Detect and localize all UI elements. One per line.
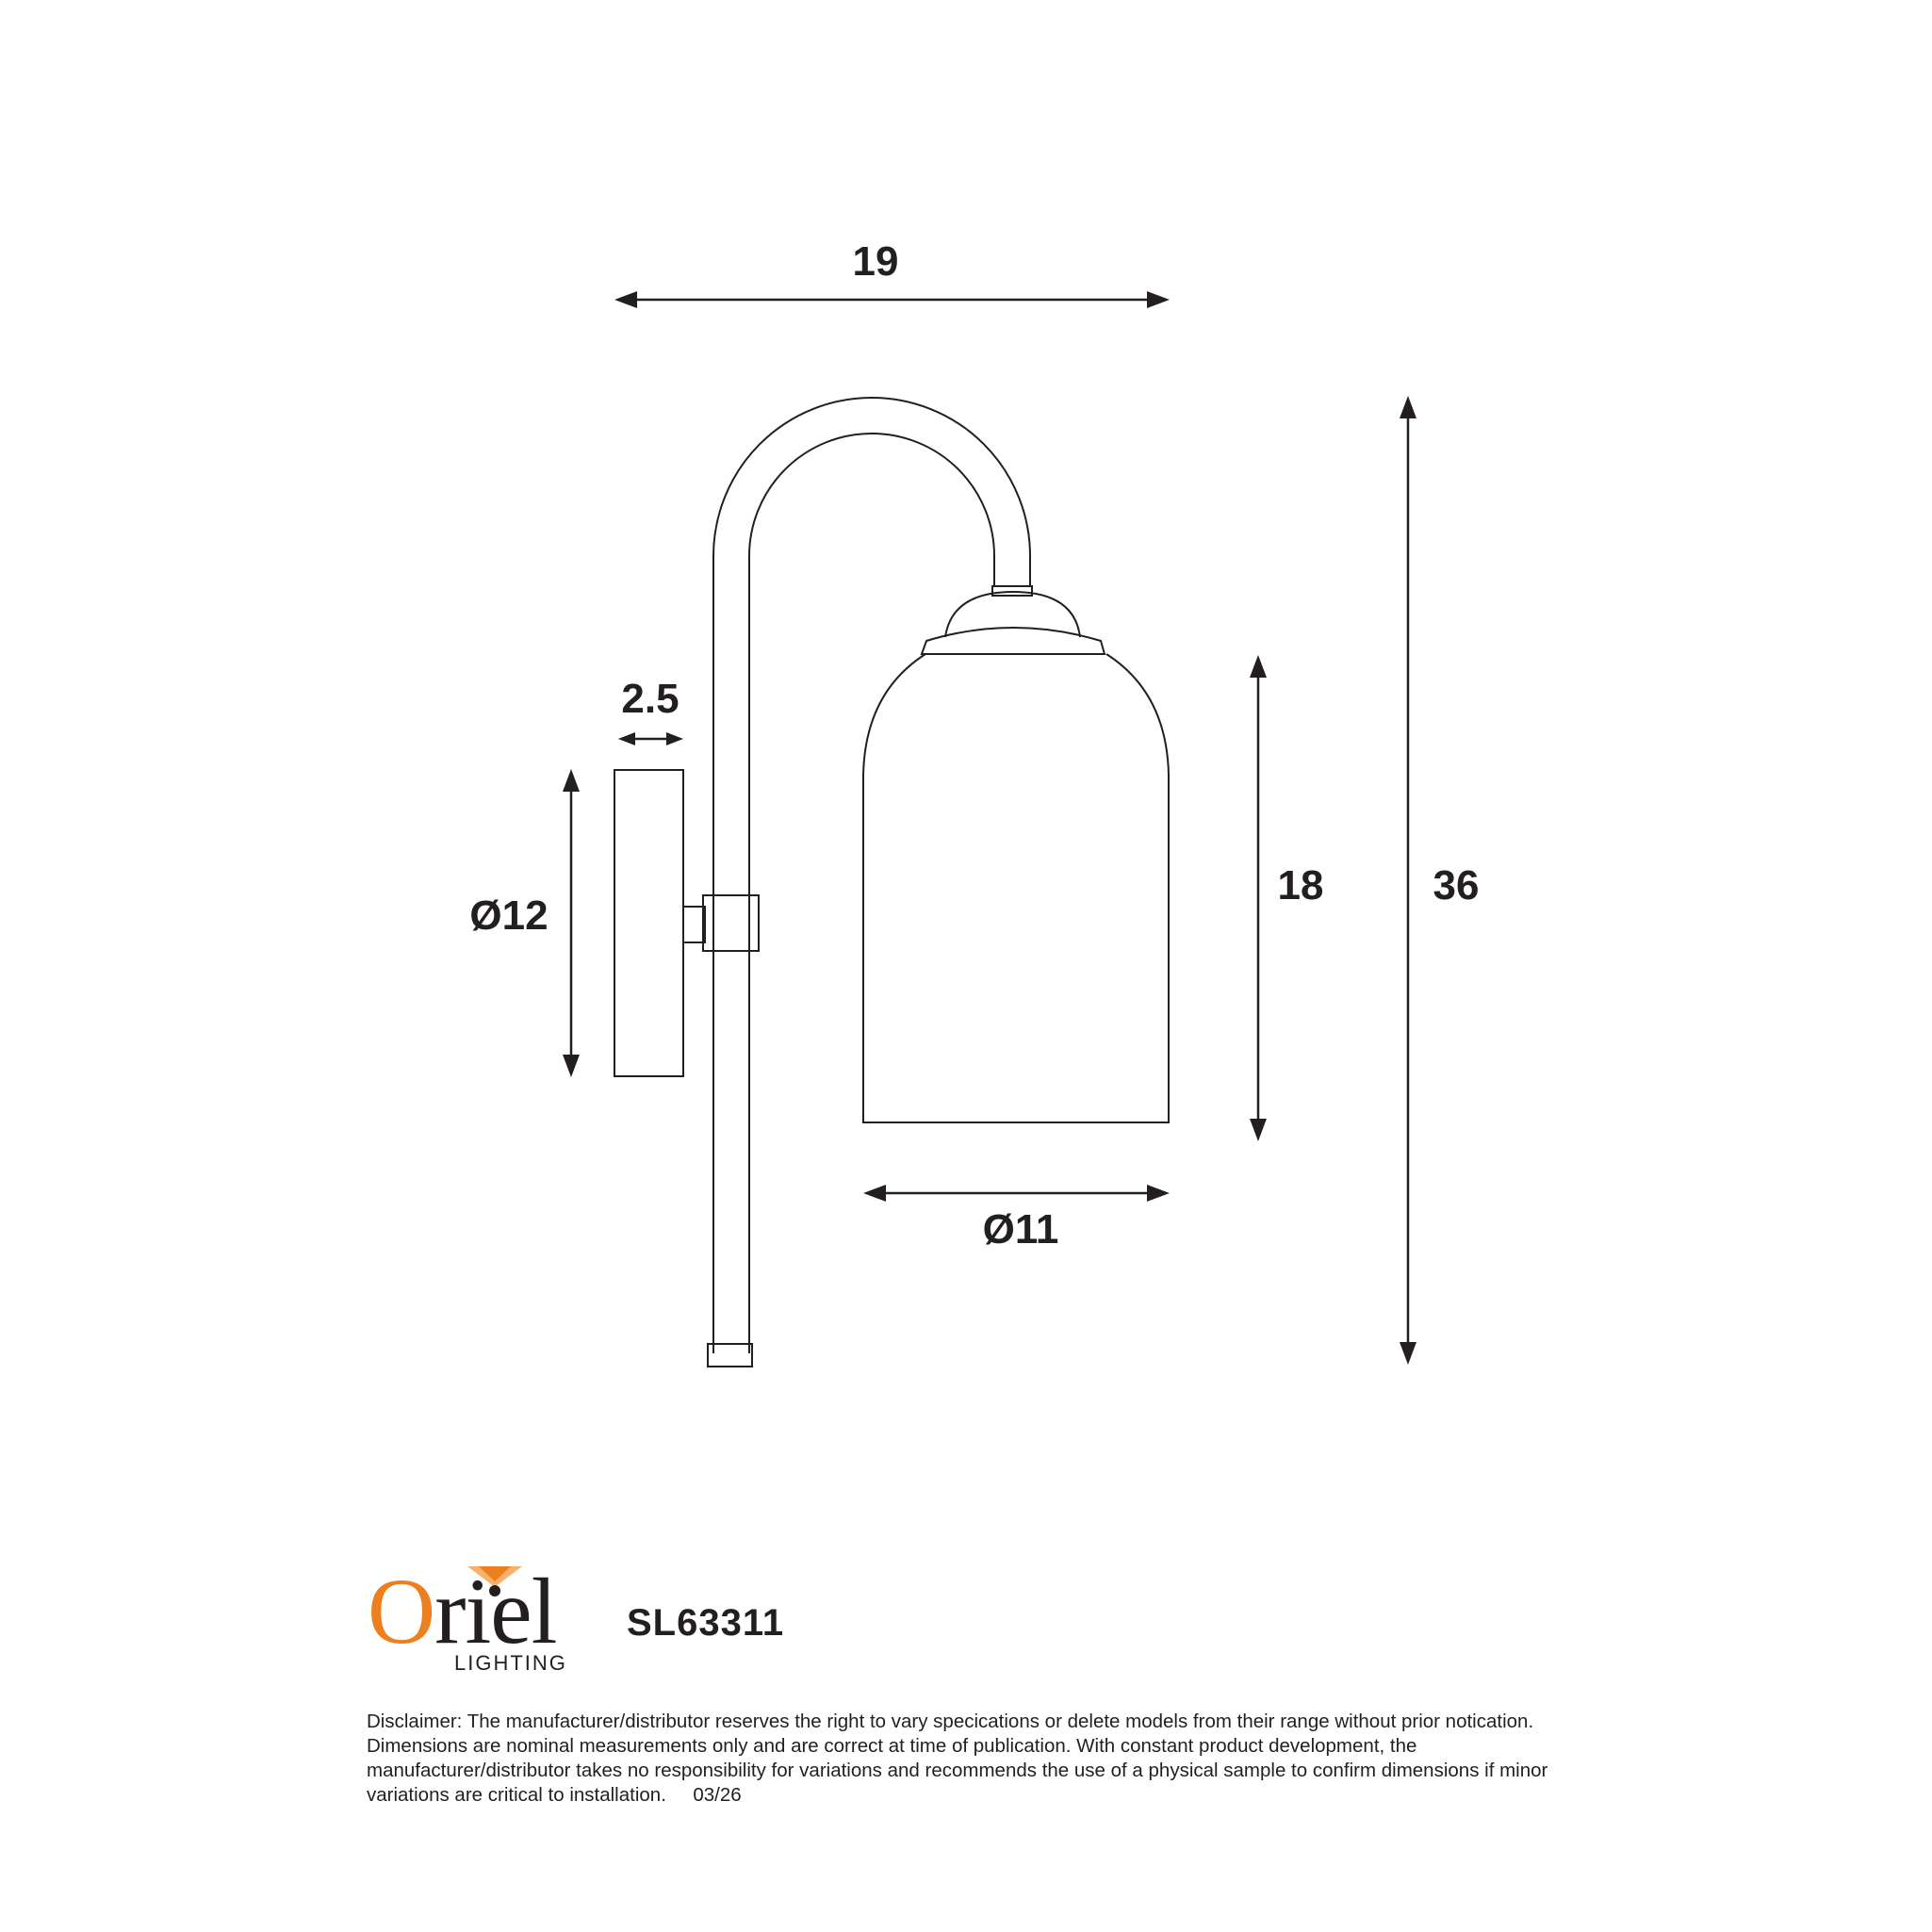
dome-canopy [944, 590, 1081, 638]
arrowhead-left [614, 291, 637, 308]
logo-letter-o: O [368, 1559, 435, 1663]
disclaimer-line: Dimensions are nominal measurements only… [367, 1735, 1417, 1757]
light-fan-icon [467, 1566, 522, 1596]
logo-letters-riel: riel [434, 1559, 557, 1663]
label-total-height: 36 [1433, 862, 1480, 909]
arrowhead-up [1400, 396, 1416, 418]
lamp-outline [614, 397, 1170, 1367]
arrowhead-right [1147, 291, 1170, 308]
canopy-rim [920, 627, 1106, 655]
logo-subtitle: LIGHTING [454, 1651, 567, 1675]
model-number: SL63311 [627, 1602, 785, 1644]
label-shade-diameter: Ø11 [983, 1206, 1059, 1253]
arrowhead-left [863, 1185, 886, 1202]
arm-connector-stub [682, 906, 706, 943]
disclaimer-text: Disclaimer: The manufacturer/distributor… [367, 1710, 1629, 1808]
arrowhead-up [1250, 655, 1267, 678]
label-backplate-diameter: Ø12 [469, 892, 548, 939]
arrowhead-left [618, 732, 635, 745]
neck-collar [991, 585, 1033, 597]
backplate [614, 769, 684, 1077]
label-width: 19 [853, 238, 899, 285]
arrowhead-right [1147, 1185, 1170, 1202]
disclaimer-line: variations are critical to installation.… [367, 1784, 742, 1806]
label-backplate-depth: 2.5 [621, 676, 679, 722]
disclaimer-line: manufacturer/distributor takes no respon… [367, 1760, 1548, 1781]
disclaimer-line: Disclaimer: The manufacturer/distributor… [367, 1711, 1534, 1732]
glass-shade [862, 653, 1170, 1123]
dimension-lines [563, 291, 1416, 1365]
arrowhead-down [1400, 1342, 1416, 1365]
arm-connector-block [702, 894, 760, 952]
label-shade-height: 18 [1278, 862, 1324, 909]
arrowhead-up [563, 769, 580, 792]
arrowhead-down [563, 1055, 580, 1077]
oriel-lighting-logo: Oriel LIGHTING [368, 1564, 584, 1687]
arrowhead-down [1250, 1119, 1267, 1141]
arm-outer [712, 397, 1031, 1353]
dimension-labels: 19 36 18 Ø11 Ø12 2.5 [469, 238, 1479, 1253]
logo-wordmark: Oriel [368, 1564, 557, 1659]
arrowhead-right [666, 732, 683, 745]
arm-end-cap [707, 1343, 753, 1367]
arm-inner [748, 433, 995, 1353]
